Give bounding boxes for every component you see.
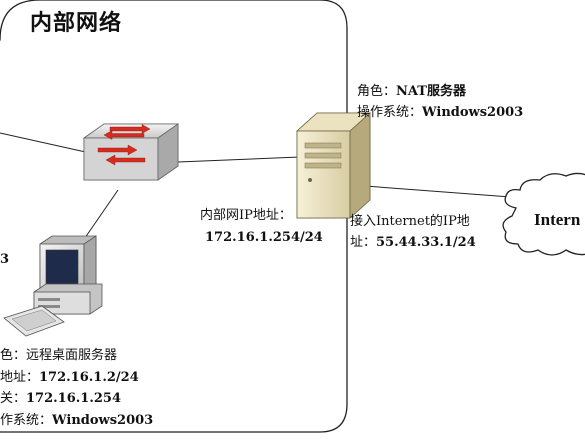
remote-os-value: Windows2003: [52, 413, 154, 428]
nat-os-value: Windows2003: [422, 105, 524, 120]
link-left-to-switch: [0, 132, 91, 154]
computer-icon: [3, 235, 103, 337]
external-ip-label-prefix: 址：: [350, 235, 377, 250]
external-ip-label-text: 接入Internet的IP地: [350, 214, 470, 229]
internal-ip-label-text: 内部网IP地址：: [200, 208, 292, 223]
internet-cloud-icon: [502, 172, 585, 256]
server-icon: [295, 112, 372, 219]
remote-partial-number: 3: [0, 250, 9, 269]
remote-ip-value: 172.16.1.2/24: [39, 370, 139, 385]
internal-ip-value: 172.16.1.254/24: [205, 230, 323, 245]
switch-icon: [82, 123, 180, 181]
remote-partial-number-text: 3: [0, 252, 10, 267]
remote-role-value: 远程桌面服务器: [26, 348, 118, 363]
external-ip-line2: 址：55.44.33.1/24: [350, 233, 476, 252]
link-switch-to-server: [177, 156, 301, 163]
internal-ip-label: 内部网IP地址：: [200, 206, 292, 225]
external-ip-value: 55.44.33.1/24: [376, 235, 476, 250]
remote-os-line: 作系统：Windows2003: [0, 411, 153, 430]
remote-gateway-label: 关：: [0, 391, 27, 406]
internet-cloud-label: Intern: [534, 210, 581, 229]
region-title: 内部网络: [30, 11, 123, 36]
nat-role-label: 角色：: [357, 84, 397, 99]
nat-os-line: 操作系统：Windows2003: [357, 103, 523, 122]
remote-ip-label: 地址：: [0, 370, 40, 385]
remote-gateway-line: 关：172.16.1.254: [0, 389, 121, 408]
remote-os-label: 作系统：: [0, 413, 53, 428]
external-ip-label-line1: 接入Internet的IP地: [350, 212, 470, 231]
remote-ip-line: 地址：172.16.1.2/24: [0, 368, 139, 387]
nat-role-value: NAT服务器: [396, 84, 466, 99]
link-server-to-internet: [364, 185, 511, 198]
remote-role-label: 色：: [0, 348, 27, 363]
nat-os-label: 操作系统：: [357, 105, 423, 120]
nat-role-line: 角色：NAT服务器: [357, 82, 466, 101]
remote-role-line: 色：远程桌面服务器: [0, 346, 117, 365]
internal-ip-value-line: 172.16.1.254/24: [205, 228, 323, 247]
remote-gateway-value: 172.16.1.254: [26, 391, 122, 406]
internal-network-boundary: [0, 0, 348, 433]
